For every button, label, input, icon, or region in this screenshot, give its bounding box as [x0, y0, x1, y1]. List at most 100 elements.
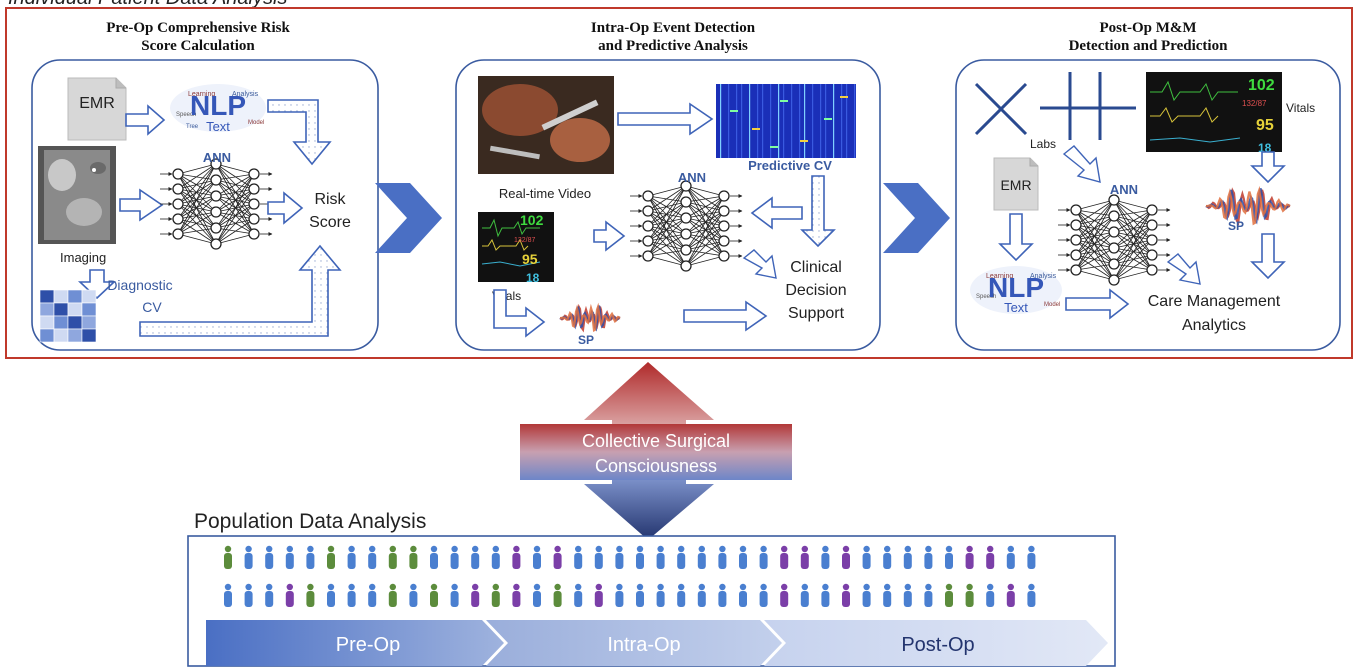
svg-text:Analysis: Analysis	[232, 91, 259, 98]
intraop-monitor-hr: 102	[520, 212, 544, 228]
imaging-photo	[38, 146, 116, 244]
person-icon	[430, 545, 438, 553]
person-icon	[678, 545, 685, 553]
svg-text:Model: Model	[1044, 302, 1060, 308]
person-icon	[739, 583, 747, 591]
person-body	[636, 591, 644, 607]
person-icon	[554, 583, 561, 591]
person-body	[800, 591, 809, 607]
person-icon	[739, 545, 747, 553]
person-icon	[451, 545, 458, 553]
individual-analysis-frame	[5, 7, 1353, 359]
person-icon	[513, 545, 520, 553]
person-body	[388, 591, 397, 607]
person-icon	[492, 545, 499, 553]
intraop-ann-network	[630, 180, 743, 272]
person-icon	[1007, 545, 1014, 553]
person-icon	[286, 545, 293, 553]
person-body	[800, 553, 809, 569]
person-body	[409, 591, 418, 607]
person-icon	[513, 583, 520, 591]
person-icon	[966, 583, 973, 591]
person-body	[533, 553, 541, 569]
person-body	[677, 591, 686, 607]
arrow-predictive-to-ann	[750, 196, 803, 230]
arrow-postop-vitals-to-sp	[1250, 151, 1286, 184]
person-icon	[719, 583, 726, 591]
person-body	[903, 553, 912, 569]
postop-title-line2: Detection and Prediction	[1069, 38, 1229, 54]
person-icon	[595, 583, 602, 591]
person-icon	[760, 545, 767, 553]
person-icon	[657, 583, 664, 591]
person-body	[986, 553, 995, 569]
postop-ann-network	[1058, 194, 1171, 286]
person-body	[697, 553, 706, 569]
preop-emr-label: EMR	[79, 95, 115, 112]
person-icon	[307, 545, 314, 553]
svg-text:Analysis: Analysis	[1030, 273, 1057, 280]
arrow-postop-sp-to-care	[1250, 233, 1286, 280]
clinical-decision-line1: Clinical	[790, 259, 842, 276]
person-body	[718, 553, 727, 569]
person-body	[594, 553, 603, 569]
person-icon	[822, 545, 829, 553]
person-icon	[327, 545, 335, 553]
svg-text:Speech: Speech	[976, 294, 996, 300]
person-icon	[801, 583, 808, 591]
arrow-emr-to-nlp	[125, 104, 166, 136]
surgical-video-frame	[478, 76, 614, 174]
person-body	[430, 591, 438, 607]
intraop-sp-label: SP	[578, 333, 594, 347]
person-body	[780, 553, 789, 569]
person-body	[553, 591, 562, 607]
header-title: Individual Patient Data Analysis	[8, 0, 287, 9]
person-icon	[760, 583, 767, 591]
person-body	[306, 591, 315, 607]
person-body	[388, 553, 397, 569]
svg-text:Model: Model	[248, 120, 264, 126]
person-body	[347, 553, 356, 569]
person-body	[574, 553, 583, 569]
person-body	[430, 553, 438, 569]
postop-monitor-hr: 102	[1248, 77, 1275, 94]
person-body	[471, 591, 480, 607]
person-body	[347, 591, 356, 607]
person-body	[759, 553, 768, 569]
person-body	[450, 553, 459, 569]
person-icon	[492, 583, 499, 591]
predictive-cv-chart	[716, 84, 856, 158]
person-body	[594, 591, 603, 607]
person-body	[718, 591, 727, 607]
person-icon	[945, 583, 953, 591]
postop-emr-label: EMR	[1000, 177, 1031, 193]
person-icon	[636, 545, 644, 553]
svg-text:Tree: Tree	[186, 124, 199, 130]
person-body	[903, 591, 912, 607]
person-body	[780, 591, 789, 607]
person-icon	[863, 545, 870, 553]
person-icon	[575, 583, 582, 591]
person-icon	[224, 583, 232, 591]
intraop-panel: Intra-Op Event Detection and Predictive …	[455, 20, 881, 351]
arrow-vitals-to-ann	[593, 220, 626, 252]
person-body	[862, 553, 871, 569]
person-icon	[801, 545, 808, 553]
person-body	[821, 553, 830, 569]
arrow-vitals-to-sp	[493, 289, 546, 338]
person-icon	[698, 545, 705, 553]
person-body	[739, 591, 747, 607]
person-body	[821, 591, 830, 607]
person-icon	[925, 583, 932, 591]
svg-text:Speech: Speech	[176, 112, 196, 118]
person-body	[285, 591, 294, 607]
diagnostic-matrix-icon	[39, 289, 97, 343]
preop-nlp-text-label: Text	[206, 119, 230, 134]
postop-sp-label: SP	[1228, 219, 1244, 233]
person-icon	[472, 583, 479, 591]
person-icon	[884, 545, 891, 553]
intraop-monitor-bp: 132/87	[514, 237, 536, 244]
stage-label-preop: Pre-Op	[336, 634, 400, 656]
person-body	[759, 591, 768, 607]
postop-emr-document-icon	[993, 157, 1039, 211]
